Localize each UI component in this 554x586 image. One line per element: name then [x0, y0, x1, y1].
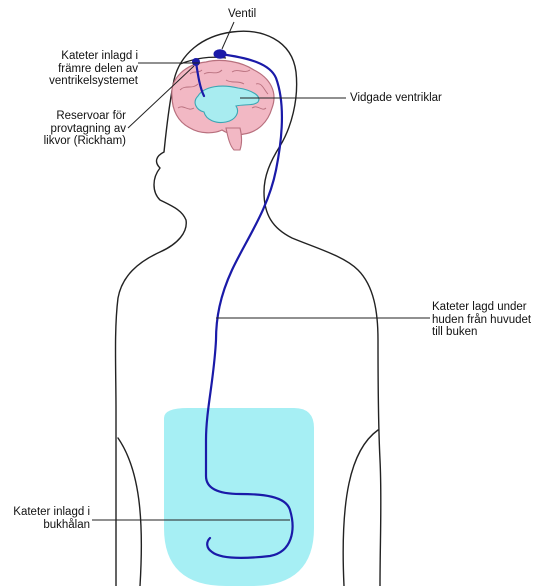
- reservoir: [192, 58, 200, 66]
- label-kateter-huden: Kateter lagd under huden från huvudet ti…: [432, 301, 531, 339]
- label-reservoar: Reservoar för provtagning av likvor (Ric…: [20, 110, 126, 148]
- leader-ventil: [222, 22, 234, 49]
- brain-stem: [226, 128, 242, 150]
- valve: [214, 49, 227, 59]
- label-vidgade-ventriklar: Vidgade ventriklar: [350, 92, 442, 105]
- label-kateter-framre: Kateter inlagd i främre delen av ventrik…: [38, 50, 138, 88]
- abdominal-cavity: [164, 408, 314, 586]
- label-kateter-bukhalan: Kateter inlagd i bukhålan: [2, 506, 90, 531]
- label-ventil: Ventil: [228, 8, 256, 21]
